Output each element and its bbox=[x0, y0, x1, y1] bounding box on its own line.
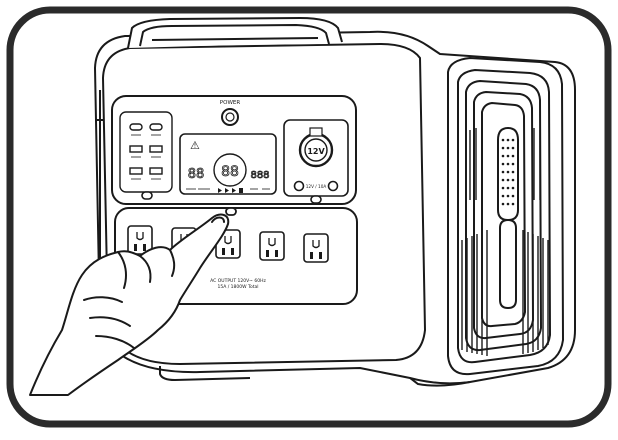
car-socket-label: 12V bbox=[307, 147, 325, 156]
dc-button[interactable] bbox=[310, 195, 322, 204]
lcd-screen bbox=[179, 133, 277, 195]
warning-icon: ⚠ bbox=[190, 139, 200, 152]
ac-button[interactable] bbox=[225, 207, 237, 216]
lcd-center-ring bbox=[213, 153, 247, 187]
power-label: POWER bbox=[220, 100, 241, 106]
lcd-indicator-icons bbox=[218, 188, 243, 193]
ac-rating-line2: 15A / 1800W Total bbox=[217, 284, 258, 290]
dc-port bbox=[293, 180, 339, 192]
side-vent-dots bbox=[501, 138, 515, 206]
base-feet bbox=[159, 366, 471, 387]
power-button[interactable] bbox=[221, 108, 239, 126]
usb-port-group bbox=[119, 111, 173, 193]
lcd-left-digits: 88 bbox=[188, 167, 205, 182]
car-socket bbox=[298, 127, 334, 168]
usb-port-labels bbox=[131, 134, 161, 180]
hand-pointer bbox=[29, 213, 230, 396]
usb-c-port bbox=[129, 123, 163, 131]
lcd-right-digits: 888 bbox=[250, 170, 269, 181]
usb-a-port bbox=[129, 145, 163, 175]
lcd-center-digits: 88 bbox=[221, 164, 239, 180]
top-carry-handle bbox=[127, 16, 343, 49]
usb-button[interactable] bbox=[141, 191, 153, 200]
dc-toggle-label: 12V / 10A bbox=[306, 184, 327, 189]
grille-slats bbox=[461, 128, 549, 356]
ac-rating-line1: AC OUTPUT 120V~ 60Hz bbox=[210, 278, 266, 284]
